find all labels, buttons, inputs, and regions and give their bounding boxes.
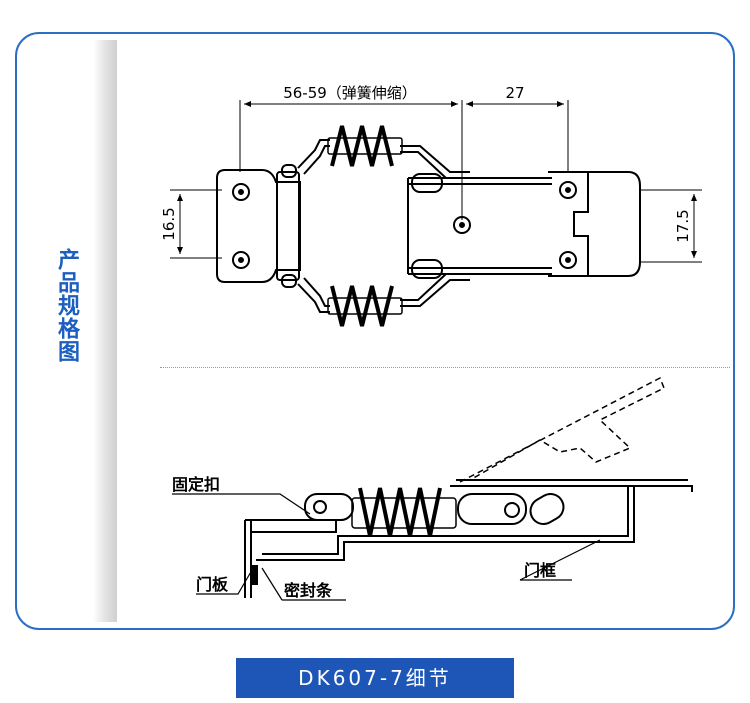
dim-spring-stretch: 56-59（弹簧伸缩） <box>283 84 417 102</box>
top-view <box>170 100 702 327</box>
label-door-panel: 门板 <box>196 575 229 594</box>
label-door-frame: 门框 <box>524 561 556 580</box>
model-banner: DK607-7细节 <box>236 658 514 698</box>
section-divider <box>160 367 730 368</box>
dim-right-height: 17.5 <box>674 209 692 242</box>
side-title: 产品规格图 <box>54 248 79 363</box>
content-frame <box>15 32 735 630</box>
side-view <box>244 376 693 598</box>
side-gradient-strip <box>93 40 117 622</box>
dim-left-height: 16.5 <box>160 207 178 240</box>
dim-right-length: 27 <box>505 84 524 102</box>
label-seal-strip: 密封条 <box>283 581 333 600</box>
label-fixing-buckle: 固定扣 <box>172 475 220 494</box>
